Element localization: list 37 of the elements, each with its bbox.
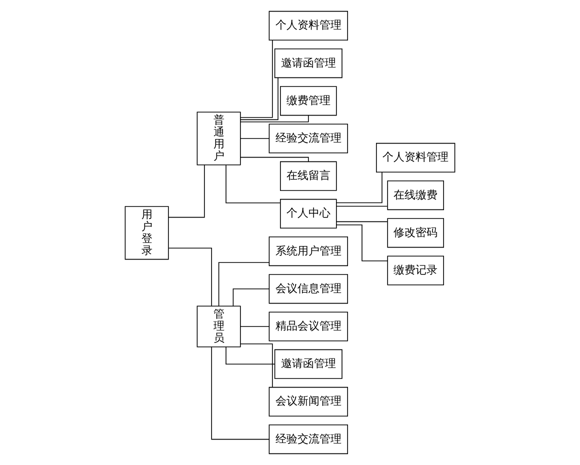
node-box: 邀请函管理 (274, 349, 342, 379)
connector (240, 40, 273, 118)
node-box: 个人资料管理 (268, 10, 348, 40)
node-box: 修改密码 (387, 218, 444, 248)
connector (226, 164, 281, 204)
connector (240, 326, 270, 327)
node-box: 系统用户管理 (268, 236, 348, 266)
node-box: 会议信息管理 (268, 274, 348, 304)
node-box: 邀请函管理 (274, 48, 342, 78)
node-box: 个人中心 (280, 198, 337, 228)
connector (336, 206, 388, 207)
connector (240, 344, 273, 388)
node-box: 在线留言 (280, 161, 337, 191)
node-box: 管理员 (196, 306, 241, 348)
node-box: 精品会议管理 (268, 312, 348, 342)
connector (336, 172, 382, 204)
node-box: 个人资料管理 (376, 142, 456, 172)
connector (168, 248, 212, 306)
node-box: 经验交流管理 (268, 124, 348, 154)
node-box: 会议新闻管理 (268, 386, 348, 416)
connector (211, 346, 270, 440)
node-box: 用户登录 (124, 206, 169, 260)
connector (232, 288, 270, 306)
node-box: 缴费记录 (387, 256, 444, 286)
node-box: 经验交流管理 (268, 424, 348, 454)
connector (218, 262, 270, 306)
connector (336, 224, 388, 262)
connector (240, 138, 270, 139)
connector (240, 115, 309, 122)
node-box: 普通用户 (196, 112, 241, 166)
connector (168, 164, 205, 218)
node-box: 缴费管理 (280, 86, 337, 116)
connector (240, 156, 309, 162)
connector (240, 77, 278, 120)
connector (336, 221, 388, 222)
connector (226, 346, 276, 364)
node-box: 在线缴费 (387, 180, 444, 210)
